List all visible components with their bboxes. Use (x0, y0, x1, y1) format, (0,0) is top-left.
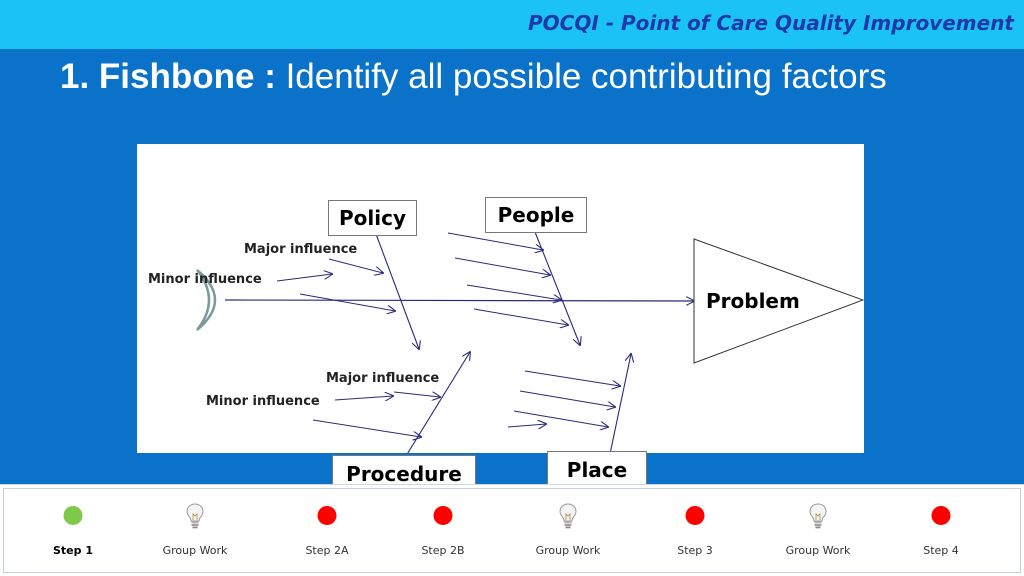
influence-arrow (513, 410, 608, 427)
status-dot (63, 506, 83, 525)
people-bone (534, 231, 580, 345)
status-dot (433, 506, 453, 525)
influence-arrow (524, 370, 620, 386)
procedure-bone (407, 352, 470, 453)
influence-arrow (454, 257, 550, 275)
influence-arrow (507, 424, 546, 427)
step-label: Step 4 (923, 544, 959, 557)
fish-tail (196, 269, 217, 331)
step-8[interactable]: Step 4 (881, 489, 1001, 575)
fishbone-diagram: Policy People Procedure Place Major infl… (137, 144, 864, 493)
status-dot (685, 506, 705, 525)
lightbulb-icon (559, 503, 577, 534)
step-label: Step 3 (677, 544, 713, 557)
step-label: Step 2A (305, 544, 349, 557)
step-navigation-frame: Step 1 Group Work Step 2A Step 2B Group Work… (3, 488, 1021, 573)
step-3[interactable]: Step 2A (267, 489, 387, 575)
fish-head (693, 238, 864, 364)
lower-minor-label: Minor influence (206, 394, 320, 409)
policy-bone (375, 233, 419, 349)
fishbone-drawing (196, 231, 864, 453)
category-place: Place (547, 451, 647, 488)
influence-arrow (328, 258, 383, 273)
influence-arrow (473, 308, 568, 325)
heading-rest: Identify all possible contributing facto… (275, 57, 887, 96)
header-bar: POCQI - Point of Care Quality Improvemen… (0, 0, 1024, 49)
lightbulb-icon (809, 503, 827, 534)
influence-arrow (312, 419, 421, 437)
category-policy: Policy (328, 200, 417, 236)
step-label: Group Work (535, 544, 601, 557)
status-dot (931, 506, 951, 525)
influence-arrow (519, 390, 615, 407)
step-4[interactable]: Step 2B (383, 489, 503, 575)
lightbulb-icon (186, 503, 204, 534)
status-dot (317, 506, 337, 525)
step-label: Step 1 (53, 544, 93, 557)
org-title: POCQI - Point of Care Quality Improvemen… (527, 11, 1014, 35)
step-navigation: Step 1 Group Work Step 2A Step 2B Group Work… (0, 484, 1024, 576)
category-people: People (485, 197, 587, 233)
step-7[interactable]: Group Work (758, 489, 878, 575)
influence-arrow (334, 396, 393, 400)
step-label: Group Work (162, 544, 228, 557)
step-label: Group Work (785, 544, 851, 557)
influence-arrow (276, 274, 332, 282)
influence-arrow (447, 232, 543, 250)
influence-arrow (466, 284, 561, 300)
upper-minor-label: Minor influence (148, 272, 262, 287)
step-2[interactable]: Group Work (135, 489, 255, 575)
place-bone (609, 354, 631, 453)
influence-arrow (393, 391, 440, 397)
step-6[interactable]: Step 3 (635, 489, 755, 575)
step-label: Step 2B (421, 544, 465, 557)
upper-major-label: Major influence (244, 242, 358, 257)
slide-body: 1. Fishbone : Identify all possible cont… (0, 49, 1024, 493)
influence-arrow (299, 293, 395, 311)
problem-label: Problem (706, 289, 800, 313)
heading-bold: 1. Fishbone : (60, 57, 276, 96)
slide-heading: 1. Fishbone : Identify all possible cont… (60, 57, 887, 97)
spine-line (224, 300, 694, 301)
step-1[interactable]: Step 1 (13, 489, 133, 575)
step-5[interactable]: Group Work (508, 489, 628, 575)
lower-major-label: Major influence (326, 371, 440, 386)
